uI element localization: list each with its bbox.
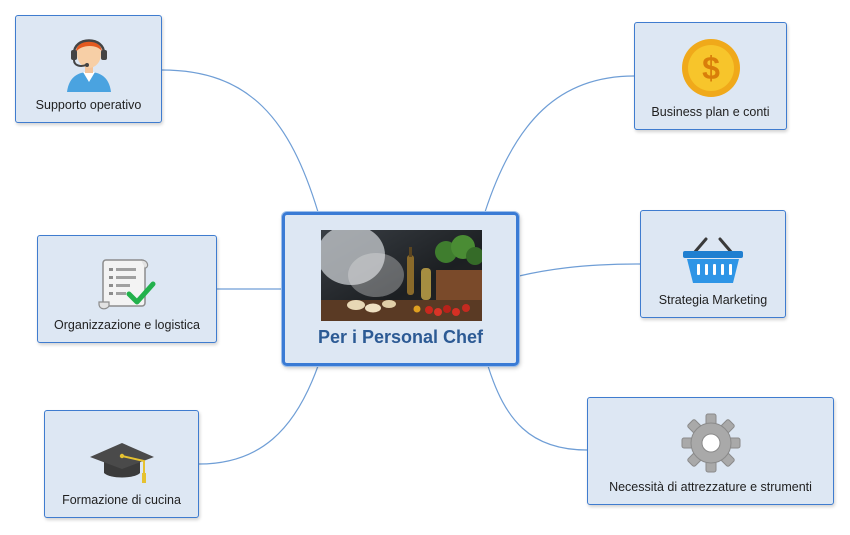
connector-supporto <box>162 70 318 212</box>
central-topic-title: Per i Personal Chef <box>285 327 516 348</box>
chef-kitchen-photo <box>321 230 482 321</box>
svg-text:$: $ <box>702 50 720 86</box>
topic-necessita-attrezzature[interactable]: Necessità di attrezzature e strumenti <box>587 397 834 505</box>
topic-organizzazione-logistica[interactable]: Organizzazione e logistica <box>37 235 217 343</box>
dollar-coin-icon: $ <box>680 37 742 99</box>
graduation-cap-icon <box>88 439 156 487</box>
topic-formazione-cucina[interactable]: Formazione di cucina <box>44 410 199 518</box>
topic-label: Necessità di attrezzature e strumenti <box>609 480 812 494</box>
shopping-basket-icon <box>680 237 746 287</box>
gear-icon <box>680 412 742 474</box>
checklist-scroll-icon <box>95 256 159 312</box>
topic-strategia-marketing[interactable]: Strategia Marketing <box>640 210 786 318</box>
topic-label: Strategia Marketing <box>659 293 767 307</box>
topic-label: Organizzazione e logistica <box>54 318 200 332</box>
connector-marketing <box>519 264 640 276</box>
topic-supporto-operativo[interactable]: Supporto operativo <box>15 15 162 123</box>
topic-label: Business plan e conti <box>651 105 769 119</box>
topic-label: Supporto operativo <box>36 98 142 112</box>
central-topic[interactable]: Per i Personal Chef <box>282 212 519 366</box>
connector-formazione <box>199 366 318 464</box>
topic-business-plan[interactable]: $ Business plan e conti <box>634 22 787 130</box>
connector-necessita <box>488 366 587 450</box>
connector-business <box>485 76 634 212</box>
topic-label: Formazione di cucina <box>62 493 181 507</box>
headset-operator-icon <box>61 30 117 92</box>
